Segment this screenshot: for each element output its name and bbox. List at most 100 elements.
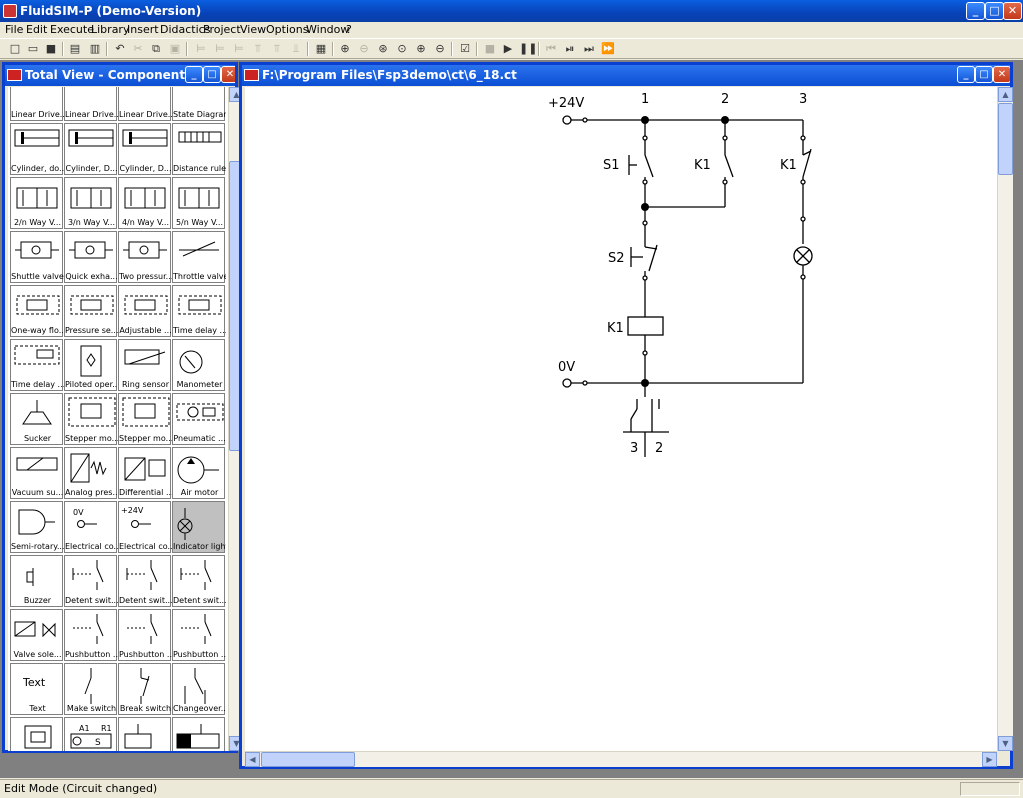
zoom-100-icon[interactable]: ⊕ (340, 42, 350, 55)
menu-insert[interactable]: Insert (127, 23, 159, 36)
library-item[interactable]: Quick exha... (64, 231, 118, 283)
library-item[interactable]: Time delay ... (172, 285, 226, 337)
pause-icon[interactable]: ❚❚ (519, 42, 538, 55)
scroll-right-icon[interactable]: ▶ (982, 752, 997, 767)
library-item[interactable]: Semi-rotary... (10, 501, 64, 553)
circuit-maximize-button[interactable]: □ (975, 66, 993, 83)
align-center-icon[interactable]: ⊨ (215, 42, 225, 55)
library-item[interactable]: Linear Drive... (10, 87, 64, 121)
library-item[interactable]: Cylinder, D... (64, 123, 118, 175)
library-item[interactable]: Adjustable ... (118, 285, 172, 337)
step-icon[interactable]: ⏯ (565, 42, 575, 55)
zoom-in-icon[interactable]: ⊕ (416, 42, 426, 55)
library-item[interactable]: Pushbutton ... (118, 609, 172, 661)
align-top-icon[interactable]: ⫪ (254, 42, 262, 55)
library-item[interactable]: Cylinder, do... (10, 123, 64, 175)
menu-file[interactable]: File (5, 23, 24, 36)
library-item[interactable]: Detent swit... (118, 555, 172, 607)
library-item[interactable]: One-way flo... (10, 285, 64, 337)
undo-icon[interactable]: ↶ (115, 42, 125, 55)
close-button[interactable]: ✕ (1003, 2, 1022, 20)
align-right-icon[interactable]: ⊨ (234, 42, 244, 55)
library-close-button[interactable]: ✕ (221, 66, 235, 83)
library-item[interactable]: Manometer (172, 339, 225, 391)
library-item[interactable]: Detent swit... (64, 555, 118, 607)
menu-library[interactable]: Library (91, 23, 130, 36)
circuit-horizontal-scrollbar[interactable]: ◀ ▶ (245, 751, 997, 767)
library-item[interactable]: Stepper mo... (118, 393, 172, 445)
library-item[interactable]: Ring sensor (118, 339, 171, 391)
library-item[interactable]: Two pressur... (118, 231, 172, 283)
supply-0v-terminal[interactable] (562, 378, 572, 388)
library-item[interactable]: Linear Drive... (64, 87, 118, 121)
library-item[interactable]: Changeover... (172, 663, 226, 715)
circuit-hscroll-thumb[interactable] (261, 752, 355, 767)
library-item[interactable]: Detent swit... (172, 555, 226, 607)
library-item[interactable]: Shuttle valve (10, 231, 64, 283)
maximize-button[interactable]: □ (985, 2, 1004, 20)
menu-execute[interactable]: Execute (50, 23, 94, 36)
circuit-title-bar[interactable]: F:\Program Files\Fsp3demo\ct\6_18.ct _ □… (242, 65, 1010, 86)
menu-edit[interactable]: Edit (26, 23, 48, 36)
library-item[interactable]: Sucker (10, 393, 63, 445)
scroll-left-icon[interactable]: ◀ (245, 752, 260, 767)
library-item[interactable]: Pushbutton ... (64, 609, 118, 661)
step-forward-icon[interactable]: ⏭ (584, 42, 594, 55)
app-title-bar[interactable]: FluidSIM-P (Demo-Version) _ □ ✕ (0, 0, 1023, 22)
align-middle-icon[interactable]: ⫪ (273, 42, 281, 55)
menu-options[interactable]: Options (266, 23, 309, 36)
library-item[interactable] (118, 717, 171, 751)
fast-forward-icon[interactable]: ⏩ (601, 42, 615, 55)
menu-help[interactable]: ? (346, 23, 352, 36)
library-item[interactable]: Throttle valve (172, 231, 226, 283)
library-item[interactable]: Differential ... (118, 447, 172, 499)
circuit-diagram[interactable]: +24V 1 2 3 S1 K1 K1 S2 K1 0V 3 2 (245, 87, 997, 751)
circuit-vscroll-thumb[interactable] (998, 103, 1013, 175)
library-minimize-button[interactable]: _ (185, 66, 203, 83)
library-item[interactable]: Piloted oper... (64, 339, 118, 391)
circuit-canvas[interactable]: +24V 1 2 3 S1 K1 K1 S2 K1 0V 3 2 (245, 87, 997, 751)
library-item[interactable]: Break switch (118, 663, 171, 715)
library-item[interactable]: Linear Drive... (118, 87, 172, 121)
library-title-bar[interactable]: Total View - Component Library _ □ ✕ (5, 65, 235, 86)
check-drawing-icon[interactable]: ☑ (460, 42, 470, 55)
play-icon[interactable]: ▶ (503, 42, 513, 55)
paste-icon[interactable]: ▣ (169, 42, 181, 55)
circuit-close-button[interactable]: ✕ (993, 66, 1010, 83)
library-item[interactable]: Buzzer (10, 555, 63, 607)
zoom-previous-icon[interactable]: ⊖ (359, 42, 369, 55)
minimize-button[interactable]: _ (966, 2, 985, 20)
stop-icon[interactable]: ■ (484, 42, 496, 55)
menu-view[interactable]: View (240, 23, 267, 36)
library-item[interactable]: Pressure se... (64, 285, 118, 337)
library-item[interactable] (10, 717, 63, 751)
zoom-out-icon[interactable]: ⊖ (435, 42, 445, 55)
library-item[interactable]: Distance rule (172, 123, 226, 175)
circuit-minimize-button[interactable]: _ (957, 66, 975, 83)
library-item[interactable]: 3/n Way V... (64, 177, 117, 229)
library-item[interactable]: Make switch (64, 663, 117, 715)
circuit-vertical-scrollbar[interactable]: ▲ ▼ (997, 87, 1013, 751)
open-folder-icon[interactable]: ▭ (27, 42, 39, 55)
scroll-up-icon[interactable]: ▲ (998, 87, 1013, 102)
menu-window[interactable]: Window (306, 23, 350, 36)
reset-icon[interactable]: ⏮ (546, 42, 556, 55)
library-item[interactable]: Air motor (172, 447, 225, 499)
library-item[interactable]: Stepper mo... (64, 393, 118, 445)
library-item[interactable]: Indicator light (172, 501, 226, 553)
print-icon[interactable]: ▥ (89, 42, 101, 55)
grid-icon[interactable]: ▦ (315, 42, 327, 55)
scroll-down-icon[interactable]: ▼ (998, 736, 1013, 751)
copy-icon[interactable]: ⧉ (152, 42, 160, 55)
zoom-fit-icon[interactable]: ⊛ (378, 42, 388, 55)
save-icon[interactable]: ■ (45, 42, 57, 55)
library-item[interactable]: Cylinder, D... (118, 123, 172, 175)
library-item[interactable]: Time delay ... (10, 339, 64, 391)
supply-24v-terminal[interactable] (562, 115, 572, 125)
print-preview-icon[interactable]: ▤ (69, 42, 81, 55)
menu-didactics[interactable]: Didactics (160, 23, 211, 36)
